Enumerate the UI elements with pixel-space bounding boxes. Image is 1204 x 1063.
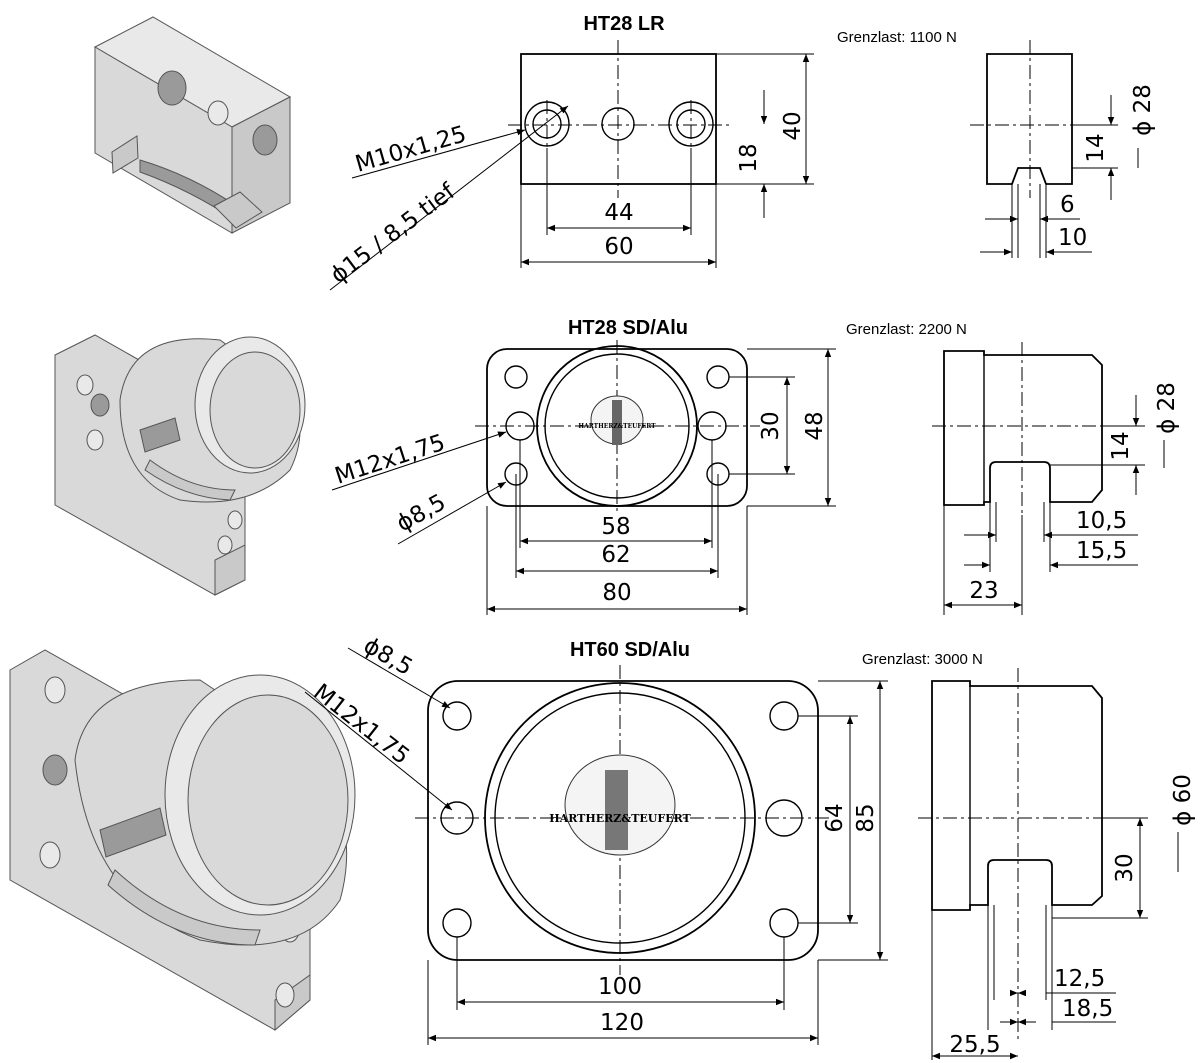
ht28-sd-dim-80: 80 — [602, 580, 631, 606]
ht60-sd-dim-25-5: 25,5 — [949, 1032, 1000, 1058]
ht28-lr-title: HT28 LR — [583, 13, 665, 35]
ht28-lr-dim-60: 60 — [604, 234, 633, 260]
ht28-lr-thread-callout: M10x1,25 — [352, 121, 469, 177]
ht28-sd-dim-14: 14 — [1108, 431, 1134, 460]
ht28-sd-logo: HARTHERZ&TEUFERT — [578, 395, 656, 445]
ht28-lr-side-view: 14 ϕ 28 6 10 — [970, 40, 1156, 258]
ht28-sd-dim-48: 48 — [802, 411, 828, 440]
ht28-sd-thread-callout: M12x1,75 — [332, 430, 448, 490]
ht28-sd-dim-23: 23 — [969, 578, 998, 604]
ht28-sd-dim-62: 62 — [601, 542, 630, 568]
ht60-sd-title: HT60 SD/Alu — [570, 639, 690, 661]
ht28-sd-dim-58: 58 — [601, 514, 630, 540]
ht28-lr-dim-10: 10 — [1058, 225, 1087, 251]
ht60-sd-dim-85: 85 — [853, 803, 879, 832]
ht60-sd-bore-callout: ϕ8,5 — [359, 633, 417, 681]
part-ht60-sd-alu: HT60 SD/Alu Grenzlast: 3000 N HARTHERZ&T… — [9, 633, 1196, 1060]
ht28-lr-front-view — [508, 40, 730, 198]
ht60-sd-isometric-view — [9, 649, 356, 1032]
ht28-lr-dim-40: 40 — [780, 111, 806, 140]
ht28-lr-limit-load: Grenzlast: 1100 N — [837, 29, 957, 46]
ht28-sd-logo-text: HARTHERZ&TEUFERT — [578, 423, 656, 430]
ht28-lr-dim-18: 18 — [736, 143, 762, 172]
ht28-sd-dimensions: 58 62 80 30 48 M12x1,75 ϕ8,5 — [332, 348, 836, 615]
ht60-sd-front-view: HARTHERZ&TEUFERT — [415, 665, 830, 975]
ht28-lr-bore-callout: ϕ15 / 8,5 tief — [326, 178, 461, 289]
ht28-sd-dim-10-5: 10,5 — [1076, 508, 1127, 534]
ht60-sd-logo-text: HARTHERZ&TEUFERT — [549, 812, 691, 825]
ht28-lr-dim-44: 44 — [604, 200, 633, 226]
ht60-sd-dim-30: 30 — [1112, 853, 1138, 882]
ht60-sd-dim-100: 100 — [598, 974, 642, 1000]
part-ht28-lr: HT28 LR Grenzlast: 1100 N 44 60 — [93, 13, 1156, 291]
ht28-lr-dim-6: 6 — [1060, 192, 1075, 218]
ht28-sd-title: HT28 SD/Alu — [568, 317, 688, 339]
ht60-sd-dim-12-5: 12,5 — [1054, 966, 1105, 992]
ht28-sd-bore-callout: ϕ8,5 — [392, 489, 450, 537]
ht60-sd-dim-18-5: 18,5 — [1062, 996, 1113, 1022]
ht28-sd-dim-dia28: ϕ 28 — [1154, 382, 1180, 434]
ht28-sd-isometric-view — [54, 334, 306, 596]
ht60-sd-logo: HARTHERZ&TEUFERT — [549, 754, 692, 856]
ht28-lr-dim-14: 14 — [1083, 133, 1109, 162]
ht28-lr-isometric-view — [93, 16, 292, 234]
ht60-sd-side-view: 30 ϕ 60 12,5 18,5 25,5 — [918, 668, 1196, 1060]
ht60-sd-dim-dia60: ϕ 60 — [1170, 774, 1196, 826]
ht60-sd-limit-load: Grenzlast: 3000 N — [862, 651, 983, 668]
ht28-sd-side-view: 14 ϕ 28 10,5 15,5 23 — [932, 342, 1180, 615]
ht60-sd-dim-64: 64 — [822, 803, 848, 832]
part-ht28-sd-alu: HT28 SD/Alu Grenzlast: 2200 N HARTHERZ&T… — [54, 317, 1180, 615]
ht60-sd-dim-120: 120 — [600, 1010, 644, 1036]
ht28-sd-front-view: HARTHERZ&TEUFERT — [475, 340, 760, 515]
ht28-sd-dim-30: 30 — [758, 411, 784, 440]
ht28-lr-dim-dia28: ϕ 28 — [1130, 84, 1156, 136]
ht28-sd-limit-load: Grenzlast: 2200 N — [846, 321, 967, 338]
ht28-sd-dim-15-5: 15,5 — [1076, 538, 1127, 564]
ht28-lr-dimensions: 44 60 18 40 M10x1,25 ϕ15 / 8,5 tief — [326, 53, 814, 291]
